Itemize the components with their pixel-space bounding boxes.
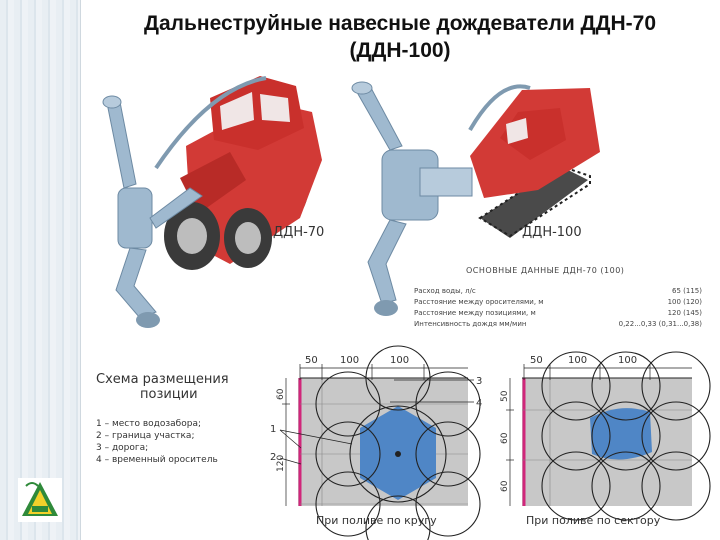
spec-value: 65 (115) [672,287,702,295]
marker-2: 2 [270,452,276,463]
scheme-right-side-60b: 60 [500,480,510,492]
machines-illustration: ДДН-70 ДДН-100 [102,76,711,540]
spec-value: 100 (120) [667,298,702,306]
scheme-title: Схема размещения позиции [96,372,256,402]
spec-value: 0,22...0,33 (0,31...0,38) [618,320,702,328]
scheme-right-side-60a: 60 [500,432,510,444]
legend-item: 1 – место водозабора; [96,419,201,429]
spec-label: Расход воды, л/с [414,287,476,295]
scheme-left-dim-50: 50 [305,355,318,366]
ddn100-label: ДДН-100 [522,225,582,240]
ddn70-label: ДДН-70 [273,225,324,240]
spec-label: Расстояние между оросителями, м [414,298,544,306]
decorative-sidebar [0,0,81,540]
scheme-legend: 1 – место водозабора; 2 – граница участк… [96,418,256,466]
ddn100-vehicle-illustration [351,81,600,316]
legend-item: 2 – граница участка; [96,431,195,441]
scheme-left-dim-100b: 100 [390,355,409,366]
scheme-left-side-120: 120 [276,455,286,472]
scheme-sector-diagram [506,351,711,521]
legend-item: 4 – временный ороситель [96,455,218,465]
ddn70-vehicle-illustration [102,76,322,328]
caption-circle: При поливе по кругу [316,514,437,527]
spec-label: Расстояние между позициями, м [414,309,536,317]
scheme-right-dim-100a: 100 [568,355,587,366]
scheme-circle-diagram [279,345,481,540]
marker-3: 3 [476,376,482,387]
scheme-right-dim-50: 50 [530,355,543,366]
scheme-title-line-2: позиции [140,387,198,402]
scheme-left-side-60: 60 [276,388,286,400]
scheme-title-line-1: Схема размещения [96,372,229,387]
spec-label: Интенсивность дождя мм/мин [414,320,527,328]
title-line-1: Дальнеструйные навесные дождеватели ДДН-… [144,12,656,35]
scheme-left-dim-100a: 100 [340,355,359,366]
legend-item: 3 – дорога; [96,443,149,453]
title-line-2: (ДДН-100) [349,39,451,62]
university-logo-icon [18,478,62,522]
marker-1: 1 [270,424,276,435]
specs-heading: ОСНОВНЫЕ ДАННЫЕ ДДН-70 (100) [466,266,625,275]
caption-sector: При поливе по сектору [526,514,661,527]
slide-title: Дальнеструйные навесные дождеватели ДДН-… [90,10,710,64]
scheme-right-side-50: 50 [500,390,510,402]
spec-value: 120 (145) [667,309,702,317]
marker-4: 4 [476,398,482,409]
scheme-right-dim-100b: 100 [618,355,637,366]
